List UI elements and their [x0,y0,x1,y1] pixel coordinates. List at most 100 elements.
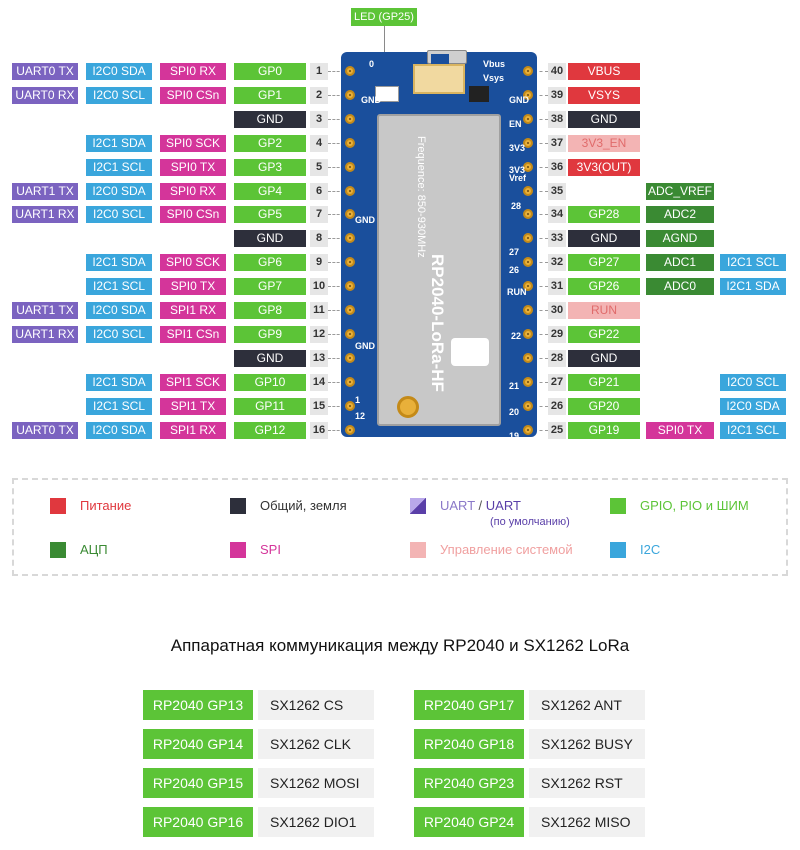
right-pin-number-25: 25 [548,422,566,439]
pad-hole [349,285,351,287]
left-pin-number-3: 3 [310,111,328,128]
pad-hole [349,333,351,335]
pin-pad-r-8 [523,233,533,243]
left-pin-3-label-3: GND [234,111,306,128]
pad-hole [349,70,351,72]
left-pin-11-label-0: UART1 TX [12,302,78,319]
pad-hole [349,309,351,311]
legend-adc-label: АЦП [80,542,108,557]
left-pin-leader-15 [328,406,344,408]
pad-hole [527,213,529,215]
left-pin-15-label-3: GP11 [234,398,306,415]
comm-sx-4: SX1262 ANT SW [529,690,645,743]
right-pin-leader-31 [534,286,548,288]
pin-pad-l-8 [345,233,355,243]
pin-pad-l-3 [345,114,355,124]
left-pin-6-label-3: GP4 [234,183,306,200]
pin-pad-r-16 [523,425,533,435]
pin-pad-l-14 [345,377,355,387]
pin-pad-r-3 [523,114,533,124]
silk-label-6: 3V3 [509,143,526,153]
right-pin-35-label-1: ADC_VREF [646,183,714,200]
right-pin-29-label-0: GP22 [568,326,640,343]
right-pin-number-35: 35 [548,183,566,200]
silk-label-14: 22 [511,331,522,341]
pad-hole [349,261,351,263]
left-pin-leader-1 [328,71,344,73]
comm-rp-5: RP2040 GP18 [414,729,524,759]
comm-title: Аппаратная коммуникация между RP2040 и S… [170,636,630,655]
left-pin-leader-2 [328,95,344,97]
left-pin-5-label-2: SPI0 TX [160,159,226,176]
pin-pad-l-2 [345,90,355,100]
pin-pad-r-12 [523,329,533,339]
pin-pad-l-7 [345,209,355,219]
silk-label-19: 1 [355,395,361,405]
right-pin-number-40: 40 [548,63,566,80]
pin-pad-l-1 [345,66,355,76]
led-component [375,86,399,102]
legend-uart-b: UART [485,498,521,513]
right-pin-27-label-2: I2C0 SCL [720,374,786,391]
silk-label-13: RUN [507,287,527,297]
legend-uart-label: UART / UART [440,498,521,514]
left-pin-number-7: 7 [310,206,328,223]
left-pin-9-label-2: SPI0 SCK [160,254,226,271]
connector-block [413,64,465,94]
left-pin-9-label-3: GP6 [234,254,306,271]
left-pin-2-label-0: UART0 RX [12,87,78,104]
left-pin-number-16: 16 [310,422,328,439]
pin-pad-r-1 [523,66,533,76]
left-pin-number-8: 8 [310,230,328,247]
left-pin-number-2: 2 [310,87,328,104]
legend-uart-note: (по умолчанию) [490,516,570,528]
pad-hole [527,70,529,72]
legend-uart-sep: / [478,498,483,513]
left-pin-16-label-3: GP12 [234,422,306,439]
left-pin-4-label-2: SPI0 SCK [160,135,226,152]
comm-sx-5: SX1262 BUSY [529,729,645,759]
pad-hole [527,118,529,120]
silk-label-8: Vref [509,173,527,183]
pin-pad-l-13 [345,353,355,363]
antenna-socket [397,396,419,418]
legend-power-swatch [50,498,66,514]
comm-rp-4: RP2040 GP17 [414,690,524,720]
comm-sx-1: SX1262 CLK [258,729,374,759]
silk-label-0: 0 [369,59,375,69]
silk-label-9: 28 [511,201,522,211]
left-pin-16-label-0: UART0 TX [12,422,78,439]
left-pin-7-label-2: SPI0 CSn [160,206,226,223]
pad-hole [527,309,529,311]
comm-rp-3: RP2040 GP16 [143,807,253,837]
silk-label-18: 19 [509,431,520,441]
pad-hole [527,190,529,192]
right-pin-38-label-0: GND [568,111,640,128]
right-pin-number-32: 32 [548,254,566,271]
right-pin-number-31: 31 [548,278,566,295]
silk-label-5: EN [509,119,522,129]
right-pin-30-label-0: RUN [568,302,640,319]
legend-uart-a: UART [440,498,475,513]
left-pin-11-label-1: I2C0 SDA [86,302,152,319]
left-pin-2-label-1: I2C0 SCL [86,87,152,104]
pad-hole [527,166,529,168]
left-pin-12-label-0: UART1 RX [12,326,78,343]
left-pin-leader-6 [328,191,344,193]
legend-system-label: Управление системой [440,542,573,557]
left-pin-2-label-3: GP1 [234,87,306,104]
right-pin-number-39: 39 [548,87,566,104]
right-pin-34-label-0: GP28 [568,206,640,223]
right-pin-number-29: 29 [548,326,566,343]
left-pin-1-label-0: UART0 TX [12,63,78,80]
left-pin-6-label-1: I2C0 SDA [86,183,152,200]
left-pin-leader-5 [328,167,344,169]
right-pin-26-label-0: GP20 [568,398,640,415]
right-pin-leader-27 [534,382,548,384]
pad-hole [527,357,529,359]
comm-rp-1: RP2040 GP14 [143,729,253,759]
left-pin-number-13: 13 [310,350,328,367]
left-pin-10-label-3: GP7 [234,278,306,295]
left-pin-number-1: 1 [310,63,328,80]
